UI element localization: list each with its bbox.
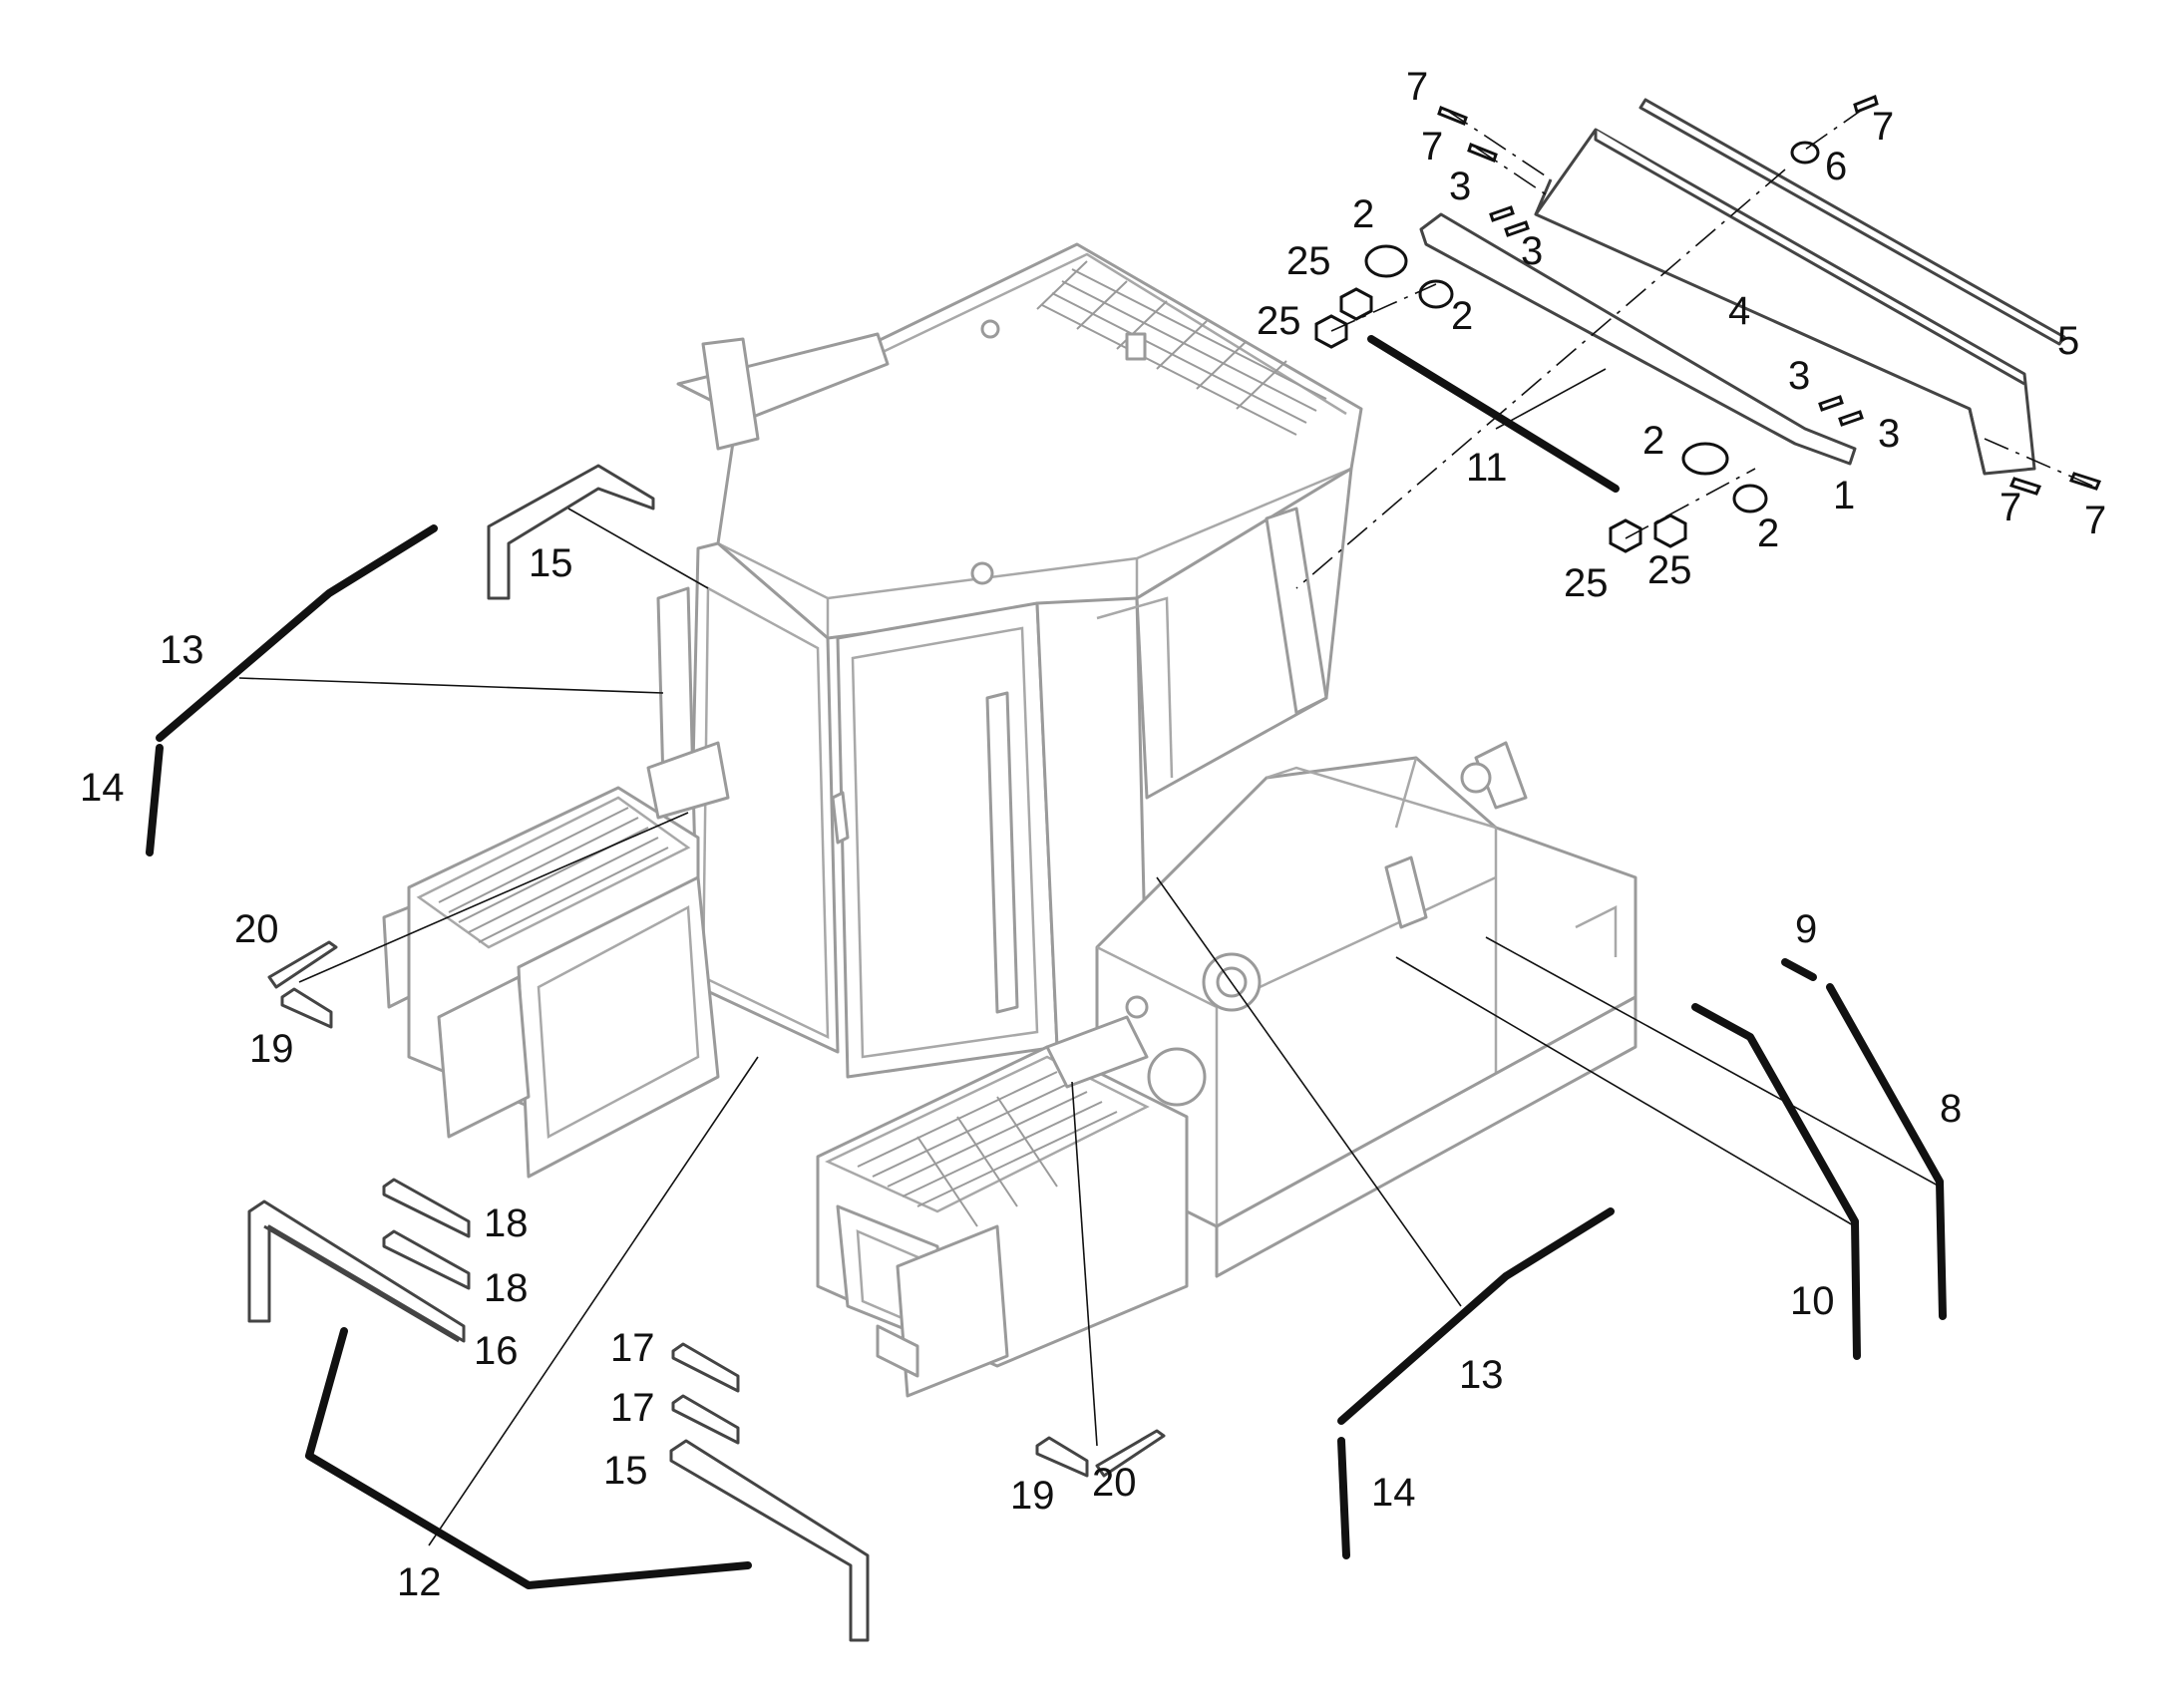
callout-6: 6 <box>1825 145 1847 188</box>
profile-strips <box>247 464 1166 1642</box>
washer-6 <box>1790 141 1820 165</box>
callout-3: 3 <box>1449 165 1471 208</box>
strip-18a <box>382 1178 471 1238</box>
callout-13: 13 <box>1459 1353 1504 1397</box>
seal-13-right <box>1337 1207 1615 1425</box>
callout-13: 13 <box>160 628 204 672</box>
nut-25b <box>1314 314 1348 349</box>
left-vent-grid <box>438 807 669 943</box>
callout-5: 5 <box>2057 319 2079 363</box>
callout-7: 7 <box>1999 486 2021 529</box>
seal-10 <box>1691 1003 1861 1360</box>
callout-15: 15 <box>529 541 573 585</box>
strip-15-bottom <box>669 1439 870 1642</box>
callout-15: 15 <box>603 1449 648 1493</box>
strip-19b <box>1035 1436 1089 1478</box>
seal-14-left <box>146 744 164 856</box>
callout-17: 17 <box>610 1326 655 1370</box>
bolts-7 <box>1437 94 2102 496</box>
callout-3: 3 <box>1878 412 1900 456</box>
callout-18: 18 <box>484 1201 529 1245</box>
callout-1: 1 <box>1833 474 1855 517</box>
callout-16: 16 <box>474 1329 519 1373</box>
callout-12: 12 <box>397 1560 442 1604</box>
callout-8: 8 <box>1940 1087 1962 1131</box>
nut-25d <box>1653 513 1687 548</box>
strip-18b <box>382 1229 471 1290</box>
callout-19: 19 <box>1010 1474 1055 1518</box>
strip-17b <box>671 1394 740 1445</box>
callout-18: 18 <box>484 1266 529 1310</box>
strip-19a <box>280 987 333 1029</box>
sealing-profiles <box>146 335 1947 1589</box>
callout-7: 7 <box>1421 125 1443 169</box>
strip-17a <box>671 1342 740 1393</box>
callout-19: 19 <box>249 1027 294 1071</box>
callout-4: 4 <box>1728 289 1750 333</box>
strip-16 <box>247 1199 466 1343</box>
screws-3 <box>1489 205 1864 427</box>
callout-20: 20 <box>1092 1461 1137 1505</box>
seal-8 <box>1826 983 1947 1320</box>
callout-25: 25 <box>1257 299 1301 343</box>
leader-lines <box>238 368 1941 1546</box>
front-vent-grid <box>857 1071 1118 1227</box>
callout-25: 25 <box>1647 548 1692 592</box>
seal-12 <box>305 1327 752 1589</box>
seal-11 <box>1367 335 1620 493</box>
callout-2: 2 <box>1757 512 1779 555</box>
nut-25a <box>1339 287 1373 321</box>
strip-15-top <box>487 464 655 600</box>
callout-2: 2 <box>1451 294 1473 338</box>
strip-20b <box>1095 1429 1166 1478</box>
callout-20: 20 <box>234 907 279 951</box>
machine-body <box>382 242 1637 1398</box>
seal-strip <box>1638 98 2066 346</box>
callout-3: 3 <box>1788 354 1810 398</box>
callout-3: 3 <box>1521 229 1543 273</box>
callout-25: 25 <box>1564 561 1609 605</box>
callout-7: 7 <box>1872 105 1894 149</box>
roof-vent-grid <box>1036 260 1327 436</box>
callout-7: 7 <box>1406 65 1428 109</box>
callout-2: 2 <box>1642 419 1664 463</box>
callout-14: 14 <box>1371 1471 1416 1515</box>
seal-9 <box>1781 958 1817 981</box>
callout-14: 14 <box>80 766 125 810</box>
callout-labels: 1 2 2 2 2 3 3 3 3 4 5 6 7 7 7 7 7 8 9 10… <box>80 65 2106 1604</box>
clamp-2a <box>1364 244 1408 278</box>
strip-20a <box>267 940 338 989</box>
callout-9: 9 <box>1795 907 1817 951</box>
callout-10: 10 <box>1790 1279 1835 1323</box>
nut-25c <box>1609 518 1642 553</box>
callout-25: 25 <box>1286 239 1331 283</box>
visor-bracket <box>1419 212 1857 466</box>
callout-7: 7 <box>2084 499 2106 542</box>
clamp-2b <box>1681 442 1729 476</box>
seal-14-right <box>1337 1437 1350 1559</box>
callout-17: 17 <box>610 1386 655 1430</box>
seal-13-left <box>156 524 438 742</box>
callout-11: 11 <box>1466 446 1508 490</box>
callout-2: 2 <box>1352 192 1374 236</box>
visor-assembly <box>1295 94 2102 589</box>
